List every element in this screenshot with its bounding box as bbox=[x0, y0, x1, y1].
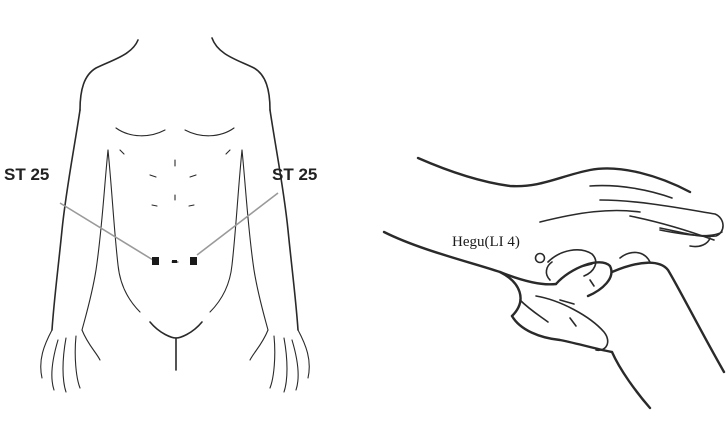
label-st25-left: ST 25 bbox=[4, 165, 49, 184]
st25-points bbox=[152, 257, 197, 265]
leader-line-left bbox=[60, 203, 153, 260]
label-st25-right: ST 25 bbox=[272, 165, 317, 184]
hands-illustration bbox=[384, 158, 724, 408]
label-hegu: Hegu(LI 4) bbox=[452, 234, 520, 250]
st25-point-right bbox=[190, 257, 197, 265]
st25-point-left bbox=[152, 257, 159, 265]
st25-point-center bbox=[172, 260, 177, 263]
hegu-point-marker bbox=[536, 254, 545, 263]
